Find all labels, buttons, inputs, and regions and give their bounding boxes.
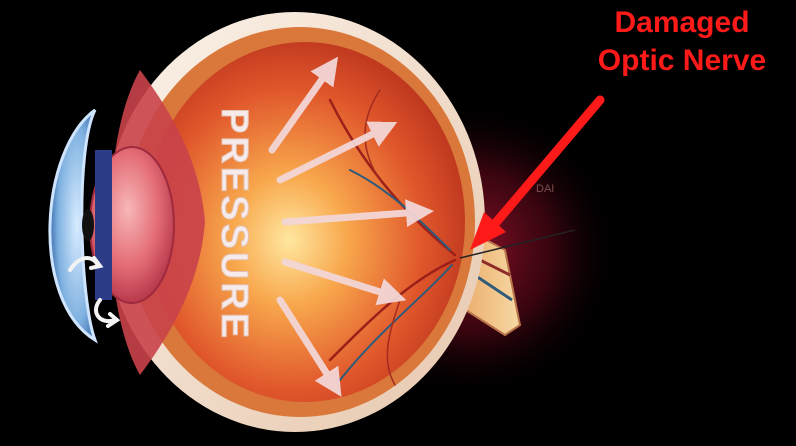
callout-line-2: Optic Nerve [572, 42, 792, 80]
pupil [82, 209, 94, 241]
callout-line-1: Damaged [572, 4, 792, 42]
pressure-label: PRESSURE [213, 108, 255, 341]
iris [95, 150, 112, 300]
damaged-optic-nerve-callout: Damaged Optic Nerve [572, 4, 792, 80]
faint-nerve-label: DAI [536, 183, 554, 195]
